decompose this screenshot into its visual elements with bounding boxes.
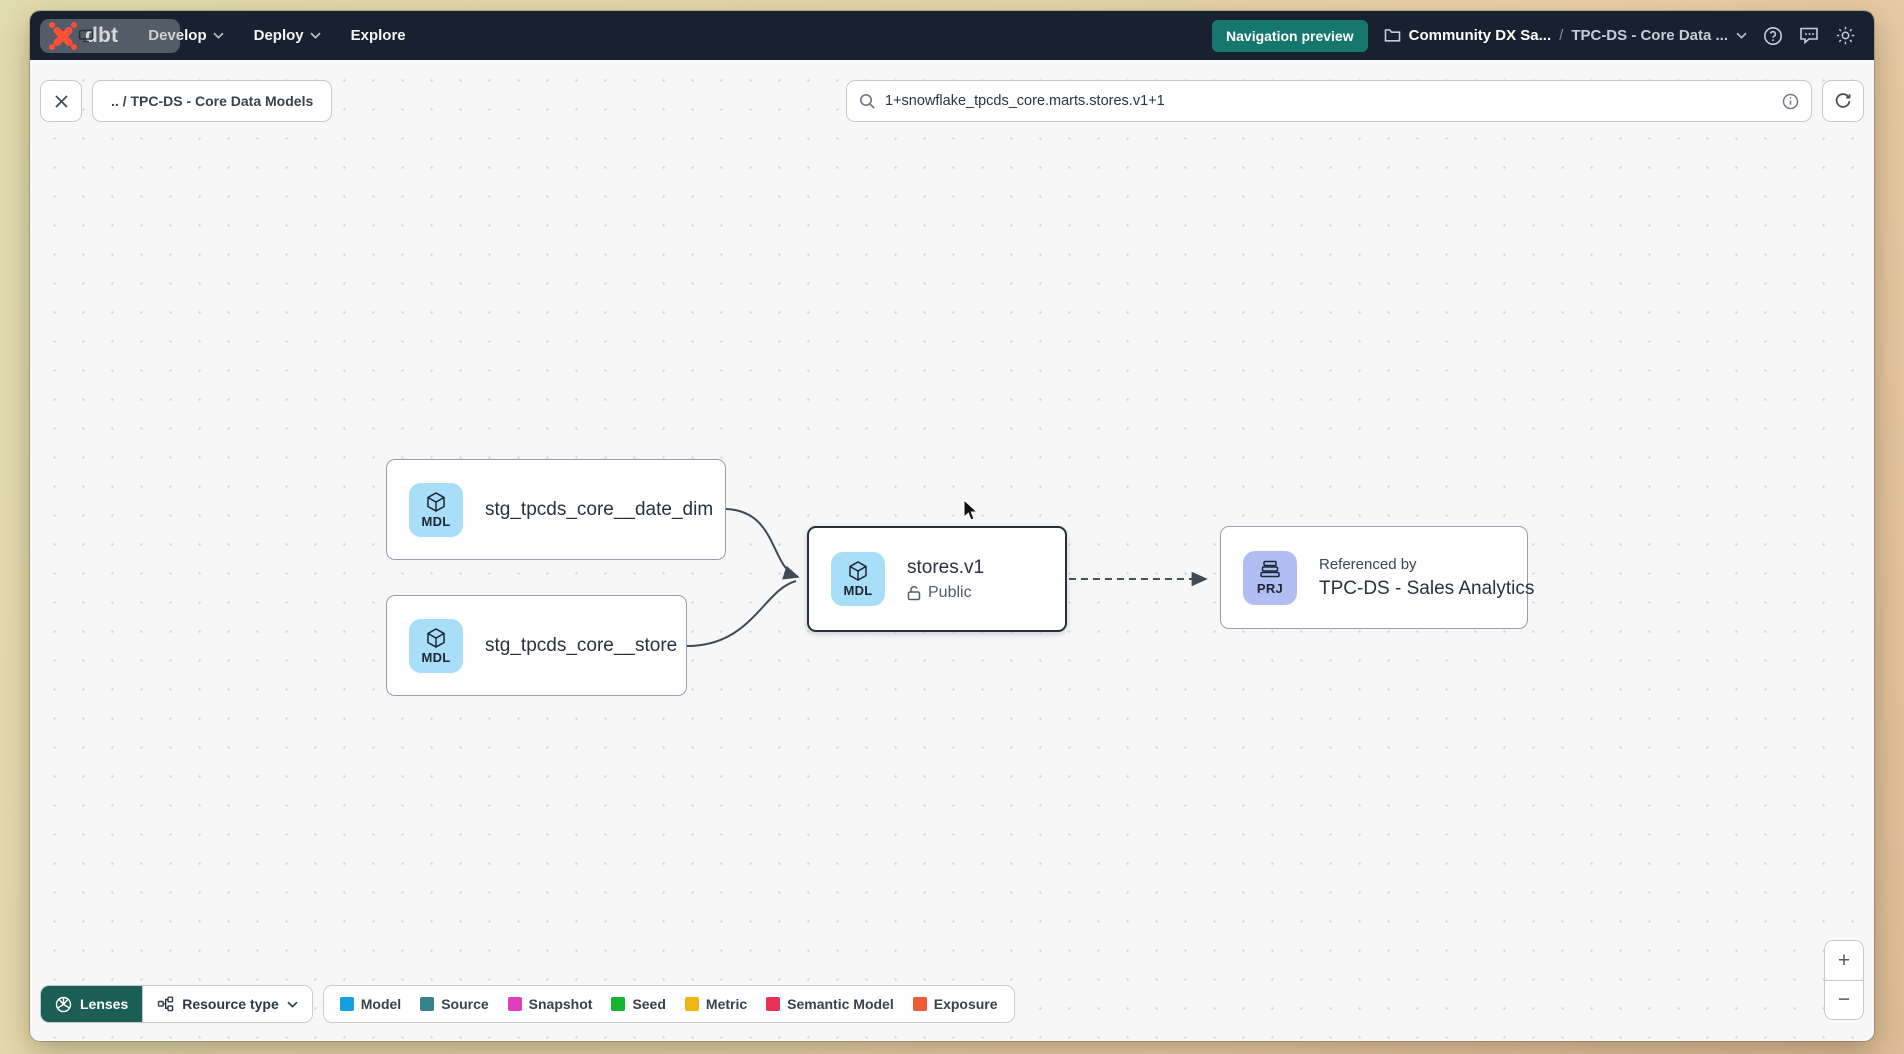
dbt-logo[interactable]: dbt: [48, 21, 118, 51]
legend-item-source: Source: [420, 996, 489, 1012]
legend-item-exposure: Exposure: [912, 996, 998, 1012]
lineage-selector-input[interactable]: [885, 93, 1773, 109]
node-text: stores.v1 Public: [907, 557, 984, 602]
lineage-toolbar: .. / TPC-DS - Core Data Models: [40, 80, 1864, 122]
lenses-button[interactable]: Lenses: [41, 986, 143, 1022]
node-label: stg_tpcds_core__date_dim: [485, 498, 714, 520]
refresh-icon: [1835, 93, 1851, 108]
help-icon[interactable]: [1763, 26, 1783, 46]
zoom-controls: + −: [1824, 940, 1864, 1020]
legend-item-snapshot: Snapshot: [507, 996, 592, 1012]
chevron-down-icon: [212, 32, 224, 39]
node-label: TPC-DS - Sales Analytics: [1319, 577, 1535, 599]
mouse-cursor: [963, 499, 979, 521]
legend-item-seed: Seed: [611, 996, 666, 1012]
node-stores-v1[interactable]: MDL stores.v1 Public: [807, 526, 1067, 632]
cube-icon: [849, 561, 867, 581]
resource-graph-icon: [158, 996, 174, 1012]
edge-date-dim-to-stores: [725, 508, 800, 580]
resource-type-legend: Model Source Snapshot Seed Metric: [322, 985, 1015, 1023]
project-badge: PRJ: [1243, 550, 1297, 605]
lens-aperture-icon: [55, 996, 72, 1012]
breadcrumb-separator: /: [1559, 27, 1564, 44]
legend-item-model: Model: [339, 996, 401, 1012]
nav-item-deploy[interactable]: Deploy: [254, 27, 321, 44]
legend-swatch: [420, 997, 435, 1011]
monitor-icon: [78, 29, 94, 43]
resource-type-dropdown[interactable]: Resource type: [142, 986, 312, 1022]
refresh-lineage-button[interactable]: [1822, 80, 1864, 122]
node-stg-tpcds-core-store[interactable]: MDL stg_tpcds_core__store: [386, 595, 687, 696]
folder-icon: [1384, 28, 1401, 43]
node-text: Referenced by TPC-DS - Sales Analytics: [1319, 556, 1534, 600]
model-badge: MDL: [409, 482, 463, 537]
canvas-footer: Lenses Resource type Model Source: [40, 985, 1015, 1023]
nav-item-explore[interactable]: Explore: [350, 27, 406, 44]
search-icon: [859, 93, 876, 110]
close-lineage-button[interactable]: [40, 80, 82, 122]
info-icon[interactable]: [1782, 93, 1799, 110]
breadcrumb-project[interactable]: Community DX Sa...: [1408, 27, 1552, 44]
chevron-down-icon: [309, 32, 321, 39]
legend-swatch: [611, 997, 626, 1011]
edge-store-to-stores: [686, 580, 797, 647]
nav-item-develop[interactable]: Develop: [148, 27, 224, 44]
legend-item-semantic-model: Semantic Model: [766, 996, 894, 1012]
legend-swatch: [912, 997, 927, 1011]
app-window: dbt Develop Deploy Explore Navigation pr…: [30, 11, 1874, 1041]
legend-swatch: [507, 997, 522, 1011]
top-navbar: dbt Develop Deploy Explore Navigation pr…: [30, 11, 1874, 60]
breadcrumb: Community DX Sa... / TPC-DS - Core Data …: [1384, 27, 1747, 44]
node-referenced-by-project[interactable]: PRJ Referenced by TPC-DS - Sales Analyti…: [1220, 526, 1534, 629]
access-level: Public: [907, 584, 984, 602]
dbt-logo-text: dbt: [85, 23, 119, 47]
stacked-drawers-icon: [1260, 560, 1280, 577]
main-nav: Develop Deploy Explore: [148, 27, 405, 44]
cube-icon: [427, 491, 445, 512]
settings-gear-icon[interactable]: [1835, 25, 1856, 46]
lens-control-group: Lenses Resource type: [40, 985, 313, 1023]
navigation-preview-button[interactable]: Navigation preview: [1212, 19, 1368, 52]
node-stg-tpcds-core-date-dim[interactable]: MDL stg_tpcds_core__date_dim: [386, 459, 726, 560]
zoom-in-button[interactable]: +: [1825, 941, 1863, 980]
legend-swatch: [339, 997, 354, 1011]
chevron-down-icon[interactable]: [1736, 32, 1747, 39]
dbt-logo-icon: [48, 21, 78, 51]
lineage-canvas[interactable]: .. / TPC-DS - Core Data Models: [30, 60, 1874, 1041]
legend-item-metric: Metric: [684, 996, 747, 1012]
zoom-out-button[interactable]: −: [1825, 980, 1863, 1019]
chevron-down-icon: [287, 1001, 298, 1008]
parent-path-chip[interactable]: .. / TPC-DS - Core Data Models: [92, 80, 333, 122]
legend-swatch: [766, 997, 781, 1011]
navbar-right: Navigation preview Community DX Sa... / …: [1212, 19, 1856, 52]
breadcrumb-section[interactable]: TPC-DS - Core Data ...: [1571, 27, 1728, 44]
node-label: stg_tpcds_core__store: [485, 634, 678, 656]
cube-icon: [427, 627, 445, 648]
legend-swatch: [684, 997, 699, 1011]
model-badge: MDL: [831, 552, 885, 606]
node-label: stores.v1: [907, 556, 985, 578]
feedback-icon[interactable]: [1799, 26, 1819, 45]
model-badge: MDL: [409, 618, 463, 673]
close-icon: [54, 94, 68, 108]
lineage-search-bar[interactable]: [846, 80, 1812, 122]
referenced-by-label: Referenced by: [1319, 555, 1417, 573]
unlock-icon: [907, 585, 921, 600]
